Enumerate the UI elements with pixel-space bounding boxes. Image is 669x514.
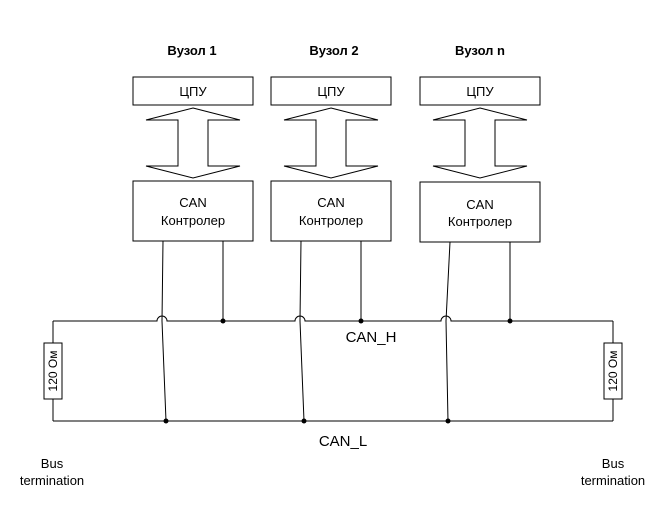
left-resistor: [43, 342, 63, 400]
node-1-double-arrow: [145, 107, 241, 179]
node-1-controller-line2: Контролер: [161, 213, 225, 228]
node-2-controller-box: [270, 180, 392, 242]
junction-dot: [507, 318, 513, 324]
node-1: Вузол 1 ЦПУ CAN Контролер: [132, 43, 254, 242]
right-termination-line1: Bus: [602, 456, 625, 471]
left-resistor-label: 120 Ом: [46, 351, 60, 392]
node-n-can-l-wire: [445, 241, 451, 422]
node-n-controller-box: [419, 181, 541, 243]
can-h-label: CAN_H: [346, 329, 397, 346]
node-n-double-arrow: [432, 107, 528, 179]
junction-dot: [163, 418, 169, 424]
junction-dot: [220, 318, 226, 324]
left-termination-line2: termination: [20, 473, 84, 488]
node-1-cpu-box: [132, 76, 254, 106]
node-2-controller-line2: Контролер: [299, 213, 363, 228]
node-n-controller-line2: Контролер: [448, 214, 512, 229]
node-n-cpu-box: [419, 76, 541, 106]
can-l-label: CAN_L: [319, 433, 367, 450]
node-n: Вузол n ЦПУ CAN Контролер: [419, 43, 541, 243]
node-1-controller-box: [132, 180, 254, 242]
node-n-title: Вузол n: [455, 43, 505, 58]
can-h-line: [53, 315, 613, 322]
node-2-controller-line1: CAN: [317, 195, 344, 210]
node-2: Вузол 2 ЦПУ CAN Контролер: [270, 43, 392, 242]
node-n-controller-line1: CAN: [466, 197, 493, 212]
node-1-can-l-wire: [161, 240, 167, 422]
node-n-cpu-label: ЦПУ: [466, 84, 494, 99]
node-2-double-arrow: [283, 107, 379, 179]
node-1-cpu-label: ЦПУ: [179, 84, 207, 99]
node-2-title: Вузол 2: [309, 43, 358, 58]
right-termination-line2: termination: [581, 473, 645, 488]
right-resistor-label: 120 Ом: [606, 351, 620, 392]
junction-dot: [445, 418, 451, 424]
node-1-controller-line1: CAN: [179, 195, 206, 210]
right-resistor: [603, 342, 623, 400]
node-2-cpu-label: ЦПУ: [317, 84, 345, 99]
node-2-cpu-box: [270, 76, 392, 106]
junction-dot: [358, 318, 364, 324]
left-termination-line1: Bus: [41, 456, 64, 471]
junction-dot: [301, 418, 307, 424]
node-1-title: Вузол 1: [167, 43, 216, 58]
node-2-can-l-wire: [299, 240, 305, 422]
